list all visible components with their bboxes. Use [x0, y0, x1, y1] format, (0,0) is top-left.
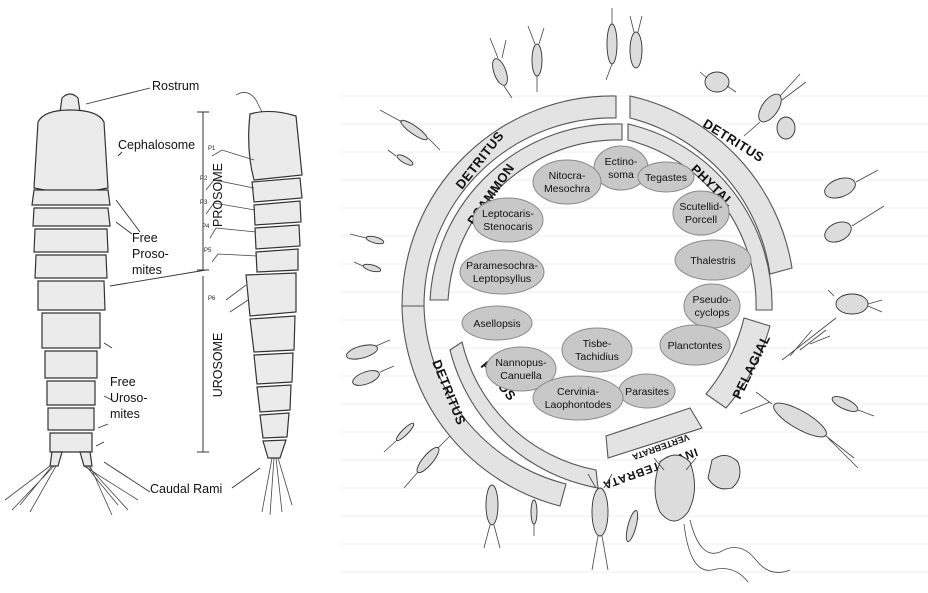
copepod-illustration-left-2	[388, 150, 414, 167]
taxon-ellipse-scutellid	[673, 191, 729, 235]
dorsal-copepod-drawing	[5, 94, 138, 515]
leg-mark-6: P6	[208, 296, 216, 302]
copepod-illustration-right-1	[822, 170, 878, 202]
copepod-illustration-top-2	[528, 26, 544, 92]
copepod-illustration-top-5	[700, 72, 736, 92]
leg-mark-1: P1	[208, 146, 216, 152]
taxon-label-nannopus-1: Nannopus-	[495, 357, 547, 369]
copepod-illustration-top-6	[744, 74, 806, 136]
free-prosomites-label-line3: mites	[132, 263, 162, 277]
taxon-ellipse-nitocra	[533, 160, 601, 204]
prosome-label: PROSOME	[211, 163, 225, 227]
taxon-ellipse-tisbe	[562, 328, 632, 372]
copepod-illustration-left-7	[384, 421, 416, 452]
copepod-illustration-bottom-4	[624, 510, 640, 543]
cephalosome-label: Cephalosome	[118, 138, 195, 152]
copepod-illustration-left-1	[380, 110, 440, 150]
caudal-rami-label: Caudal Rami	[150, 482, 222, 496]
taxon-label-tisbe-1: Tisbe-	[583, 338, 612, 350]
taxon-label-planctontes: Planctontes	[668, 340, 723, 352]
free-prosomites-label-line2: Proso-	[132, 247, 169, 261]
free-prosomites-label-line1: Free	[132, 231, 158, 245]
copepod-illustration-left-8	[404, 436, 450, 488]
peripheral-copepod-illustrations	[345, 8, 884, 582]
taxon-label-pseudocyclops-2: cyclops	[694, 307, 729, 319]
taxon-ellipse-pseudocyclops	[684, 284, 740, 328]
lateral-copepod-drawing	[206, 92, 302, 515]
taxon-label-ectinosoma-2: soma	[608, 169, 634, 181]
copepod-illustration-top-7	[777, 117, 795, 139]
taxon-label-pseudocyclops-1: Pseudo-	[692, 294, 732, 306]
taxon-label-leptocaris-1: Leptocaris-	[482, 208, 534, 220]
rostrum-label: Rostrum	[152, 79, 199, 93]
taxon-label-nitocra-1: Nitocra-	[549, 170, 586, 182]
taxon-label-scutellid-2: Porcell	[685, 214, 717, 226]
leg-mark-3: P3	[200, 200, 208, 206]
taxon-ellipse-cervinia	[533, 376, 623, 420]
free-urosomites-label-line2: Uroso-	[110, 391, 148, 405]
taxon-ellipse-leptocaris	[473, 198, 543, 242]
copepod-illustration-top-1	[490, 38, 512, 98]
taxon-label-thalestris: Thalestris	[690, 255, 736, 267]
copepod-illustration-top-4	[630, 16, 642, 68]
taxon-label-asellopsis: Asellopsis	[473, 318, 520, 330]
taxon-label-ectinosoma-1: Ectino-	[605, 156, 638, 168]
copepod-illustration-left-5	[345, 340, 390, 362]
taxon-label-tegastes: Tegastes	[645, 172, 687, 184]
taxon-label-cervinia-1: Cervinia-	[557, 386, 600, 398]
copepod-illustration-top-3	[606, 8, 617, 80]
taxon-ellipse-ectinosoma	[594, 146, 648, 190]
taxon-label-scutellid-1: Scutellid-	[679, 201, 723, 213]
taxon-ellipse-paramesochra	[460, 250, 544, 294]
leg-mark-5: P5	[204, 248, 212, 254]
taxon-label-nitocra-2: Mesochra	[544, 183, 590, 195]
copepod-illustration-right-2	[822, 206, 884, 246]
taxon-label-nannopus-2: Canuella	[500, 370, 542, 382]
taxon-label-paramesochra-1: Paramesochra-	[466, 260, 538, 272]
copepod-illustration-right-5	[830, 394, 874, 416]
free-urosomites-label-line1: Free	[110, 375, 136, 389]
free-urosomites-label-line3: mites	[110, 407, 140, 421]
copepod-illustration-bottom-2	[531, 500, 537, 536]
copepod-illustration-left-6	[351, 366, 394, 388]
parasitic-copepod-illustration	[654, 455, 790, 582]
taxon-label-paramesochra-2: Leptopsyllus	[473, 273, 531, 285]
copepod-illustration-right-3	[828, 290, 882, 314]
urosome-label: UROSOME	[211, 333, 225, 398]
leg-mark-2: P2	[200, 176, 208, 182]
taxon-label-leptocaris-2: Stenocaris	[483, 221, 533, 233]
taxon-label-cervinia-2: Laophontodes	[545, 399, 612, 411]
taxon-label-tisbe-2: Tachidius	[575, 351, 619, 363]
taxon-label-parasites: Parasites	[625, 386, 669, 398]
body-region-bracket	[197, 112, 209, 452]
